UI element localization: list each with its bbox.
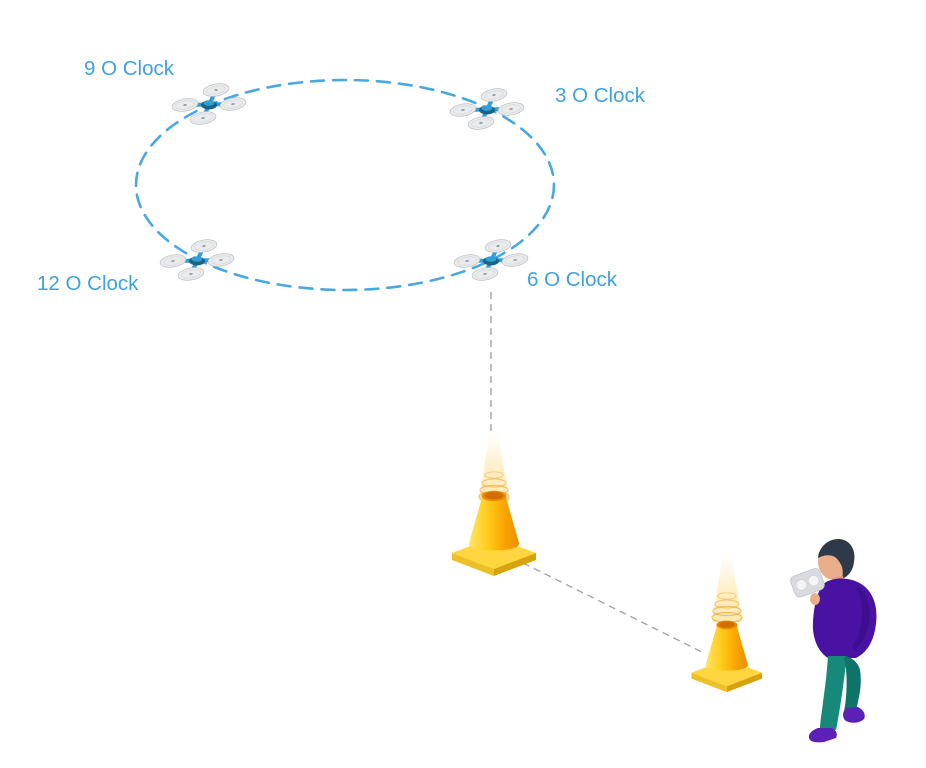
drone-icon-12-oclock <box>157 235 237 285</box>
label-6-oclock: 6 O Clock <box>527 268 617 291</box>
flight-path-ellipse <box>134 78 556 292</box>
label-9-oclock: 9 O Clock <box>84 57 174 80</box>
pilot-with-controller-icon <box>790 539 877 743</box>
drone-icon-3-oclock <box>447 84 527 134</box>
drone-icon-9-oclock <box>169 79 249 129</box>
ground-guide-line <box>522 562 705 654</box>
landing-beam-icon <box>711 551 743 624</box>
traffic-cone-icon <box>691 620 763 693</box>
label-12-oclock: 12 O Clock <box>37 272 139 295</box>
traffic-cone-icon <box>452 490 536 576</box>
label-3-oclock: 3 O Clock <box>555 84 645 107</box>
